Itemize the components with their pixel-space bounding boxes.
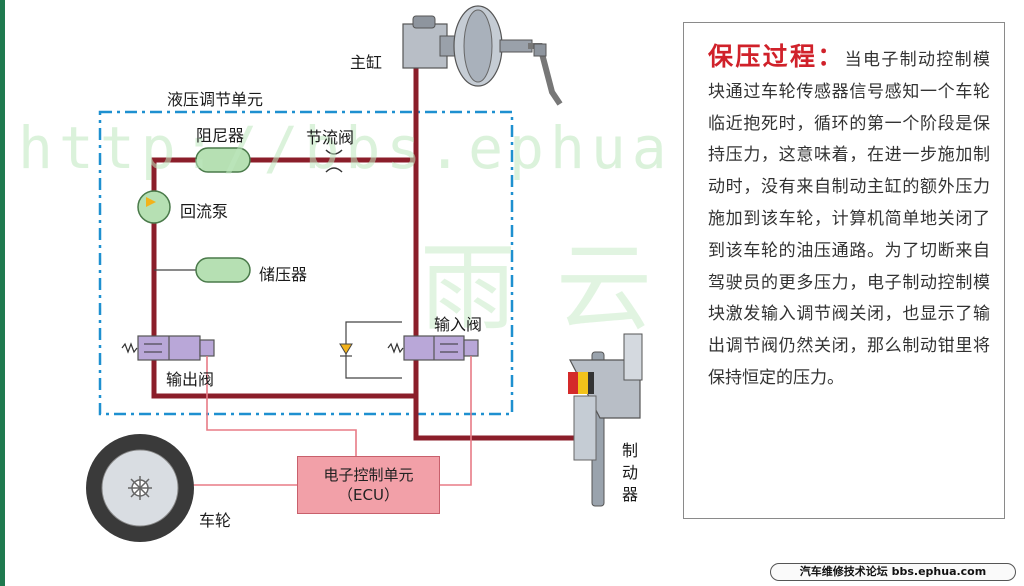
- damper-icon: [195, 147, 251, 173]
- return-pump-icon: [137, 190, 171, 224]
- label-outlet-valve: 输出阀: [166, 370, 215, 389]
- explanation-panel: 保压过程：当电子制动控制模块通过车轮传感器信号感知一个车轮临近抱死时，循环的第一…: [683, 22, 1005, 519]
- outlet-valve-icon: [121, 335, 215, 361]
- label-brake: 制动器: [621, 441, 638, 504]
- check-valve-icon: [339, 343, 353, 357]
- left-edge-bar: [0, 0, 5, 586]
- label-master-cylinder: 主缸: [350, 53, 383, 72]
- ecu-box: 电子控制单元 （ECU）: [297, 456, 440, 514]
- hydraulic-unit-border: [98, 110, 514, 416]
- label-throttle-valve: 节流阀: [306, 128, 355, 147]
- brake-caliper-icon: [568, 333, 643, 507]
- inlet-valve-icon: [387, 335, 479, 361]
- footer-badge[interactable]: 汽车维修技术论坛 bbs.ephua.com: [770, 563, 1016, 581]
- label-inlet-valve: 输入阀: [434, 315, 483, 334]
- label-wheel: 车轮: [199, 511, 232, 530]
- accumulator-icon: [195, 257, 251, 283]
- panel-body: 当电子制动控制模块通过车轮传感器信号感知一个车轮临近抱死时，循环的第一个阶段是保…: [708, 50, 990, 388]
- ecu-label-line2: （ECU）: [338, 486, 399, 504]
- throttle-valve-icon: [325, 149, 343, 173]
- label-accumulator: 储压器: [259, 265, 308, 284]
- label-return-pump: 回流泵: [180, 202, 229, 221]
- brake-line-to-brake: [413, 396, 590, 441]
- label-hydraulic-unit: 液压调节单元: [167, 90, 264, 109]
- ecu-label-line1: 电子控制单元: [323, 466, 414, 484]
- panel-title: 保压过程：: [708, 42, 845, 71]
- label-damper: 阻尼器: [196, 126, 245, 145]
- brake-lines: [151, 62, 590, 441]
- master-cylinder-icon: [402, 5, 563, 106]
- wheel-icon: [86, 434, 194, 542]
